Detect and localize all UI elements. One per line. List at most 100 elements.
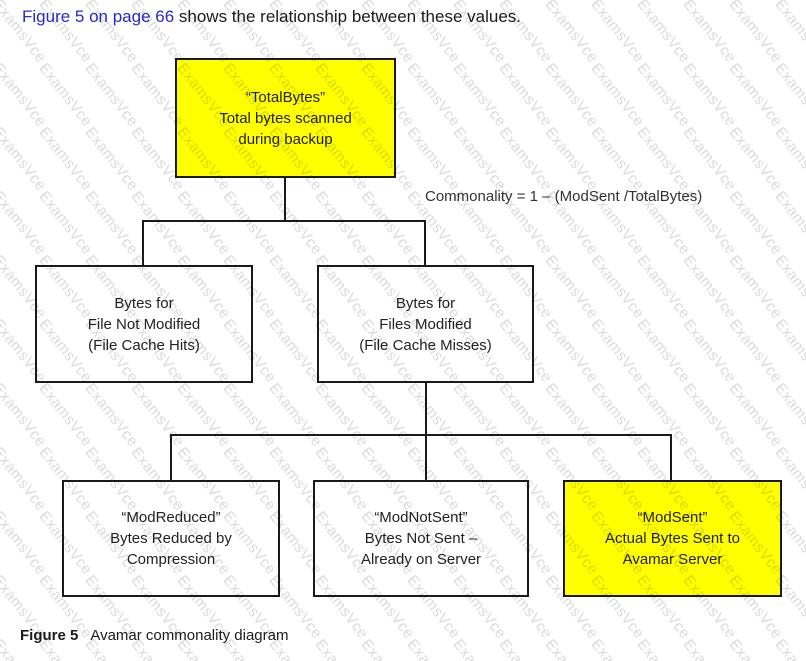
watermark-text: ExamsVce — [403, 124, 464, 195]
watermark-text: ExamsVce — [35, 124, 96, 195]
watermark-text: ExamsVce — [0, 60, 4, 131]
connector-bottom-horizontal — [171, 434, 672, 436]
watermark-text: ExamsVce — [449, 124, 510, 195]
watermark-text: ExamsVce — [173, 188, 234, 259]
node-line: Compression — [126, 551, 216, 568]
watermark-text: ExamsVce — [771, 124, 806, 195]
watermark-text: ExamsVce — [680, 0, 740, 2]
watermark-text: ExamsVce — [0, 124, 4, 195]
watermark-text: ExamsVce — [81, 380, 142, 451]
watermark-text: ExamsVce — [35, 188, 96, 259]
watermark-text: ExamsVce — [679, 60, 740, 131]
watermark-text: ExamsVce — [81, 124, 142, 195]
watermark-text: ExamsVce — [772, 0, 806, 2]
watermark-text: ExamsVce — [403, 60, 464, 131]
watermark-text: ExamsVce — [588, 636, 648, 661]
connector-modified-down — [425, 381, 427, 482]
watermark-text: ExamsVce — [450, 636, 510, 661]
node-line: during backup — [238, 130, 333, 148]
node-line: Avamar Server — [622, 551, 723, 568]
watermark-text: ExamsVce — [725, 316, 786, 387]
node-line: Actual Bytes Sent to — [604, 530, 741, 547]
connector-to-modified — [424, 220, 426, 267]
watermark-text: ExamsVce — [0, 508, 50, 579]
watermark-text: ExamsVce — [0, 572, 4, 643]
connector-to-not-modified — [142, 220, 144, 267]
watermark-text: ExamsVce — [0, 508, 4, 579]
node-line: Bytes Reduced by — [110, 530, 232, 547]
watermark-text: ExamsVce — [81, 188, 142, 259]
connector-top-horizontal — [142, 220, 426, 222]
watermark-text: ExamsVce — [633, 124, 694, 195]
watermark-text: ExamsVce — [449, 60, 510, 131]
watermark-text: ExamsVce — [127, 188, 188, 259]
watermark-text: ExamsVce — [0, 60, 50, 131]
watermark-text: ExamsVce — [35, 60, 96, 131]
watermark-text: ExamsVce — [542, 0, 602, 2]
node-line: Bytes Not Sent – — [364, 530, 478, 547]
figure-cross-reference-link[interactable]: Figure 5 on page 66 — [22, 7, 175, 26]
watermark-text: ExamsVce — [771, 380, 806, 451]
watermark-text: ExamsVce — [36, 0, 96, 2]
node-modreduced: “ModReduced” Bytes Reduced by Compressio… — [62, 480, 280, 597]
watermark-text: ExamsVce — [542, 636, 602, 661]
watermark-text: ExamsVce — [312, 636, 372, 661]
watermark-text: ExamsVce — [679, 316, 740, 387]
watermark-text: ExamsVce — [679, 0, 740, 67]
watermark-text: ExamsVce — [541, 0, 602, 67]
watermark-text: ExamsVce — [404, 636, 464, 661]
watermark-text: ExamsVce — [495, 60, 556, 131]
watermark-text: ExamsVce — [0, 0, 4, 67]
node-bytes-files-modified: Bytes for Files Modified (File Cache Mis… — [317, 265, 534, 383]
node-line: “ModNotSent” — [374, 509, 468, 526]
watermark-text: ExamsVce — [312, 0, 372, 2]
node-modnotsent: “ModNotSent” Bytes Not Sent – Already on… — [313, 480, 529, 597]
commonality-formula: Commonality = 1 – (ModSent /TotalBytes) — [425, 188, 703, 205]
watermark-text: ExamsVce — [219, 188, 280, 259]
watermark-text: ExamsVce — [587, 316, 648, 387]
watermark-text: ExamsVce — [0, 380, 4, 451]
watermark-text: ExamsVce — [496, 636, 556, 661]
watermark-text: ExamsVce — [725, 252, 786, 323]
watermark-text: ExamsVce — [0, 444, 4, 515]
watermark-text: ExamsVce — [726, 636, 786, 661]
watermark-text: ExamsVce — [311, 380, 372, 451]
node-line: “ModSent” — [637, 509, 708, 526]
watermark-text: ExamsVce — [0, 252, 4, 323]
intro-sentence: Figure 5 on page 66 shows the relationsh… — [22, 7, 521, 27]
watermark-text: ExamsVce — [358, 0, 418, 2]
watermark-text: ExamsVce — [679, 252, 740, 323]
watermark-text: ExamsVce — [771, 0, 806, 67]
node-line: Already on Server — [360, 551, 482, 568]
watermark-text: ExamsVce — [311, 188, 372, 259]
watermark-text: ExamsVce — [35, 380, 96, 451]
watermark-text: ExamsVce — [81, 60, 142, 131]
watermark-text: ExamsVce — [587, 380, 648, 451]
watermark-text: ExamsVce — [587, 252, 648, 323]
connector-to-modreduced — [170, 434, 172, 482]
watermark-text: ExamsVce — [0, 636, 4, 661]
watermark-text: ExamsVce — [219, 380, 280, 451]
watermark-text: ExamsVce — [173, 380, 234, 451]
connector-to-modsent — [670, 434, 672, 482]
watermark-text: ExamsVce — [0, 0, 4, 2]
watermark-text: ExamsVce — [541, 60, 602, 131]
watermark-text: ExamsVce — [587, 0, 648, 67]
watermark-text: ExamsVce — [725, 124, 786, 195]
watermark-text: ExamsVce — [634, 0, 694, 2]
watermark-text: ExamsVce — [496, 0, 556, 2]
node-line: Bytes for — [114, 294, 174, 312]
watermark-text: ExamsVce — [174, 0, 234, 2]
watermark-text: ExamsVce — [266, 0, 326, 2]
watermark-text: ExamsVce — [0, 124, 50, 195]
watermark-text: ExamsVce — [680, 636, 740, 661]
watermark-text: ExamsVce — [587, 124, 648, 195]
watermark-text: ExamsVce — [633, 60, 694, 131]
watermark-text: ExamsVce — [0, 188, 4, 259]
intro-sentence-rest: shows the relationship between these val… — [174, 7, 521, 26]
watermark-text: ExamsVce — [679, 124, 740, 195]
node-line: Total bytes scanned — [219, 109, 352, 127]
watermark-text: ExamsVce — [450, 0, 510, 2]
